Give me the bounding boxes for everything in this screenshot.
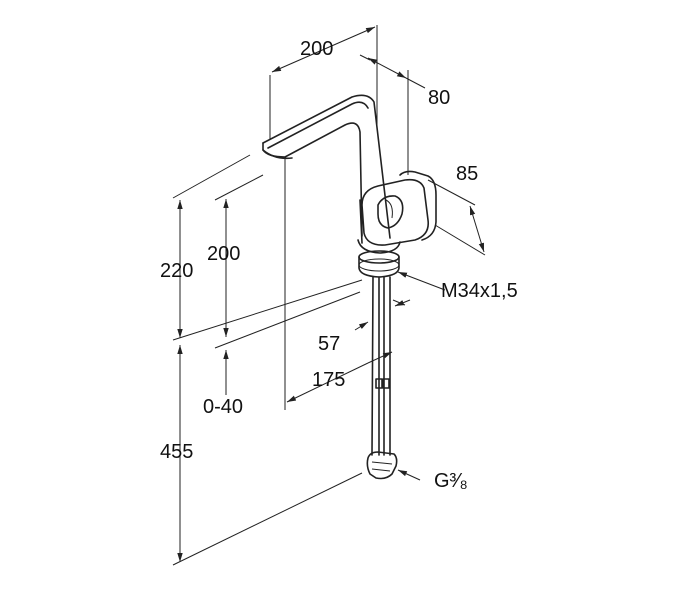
dim-depth-80-label: 80 [428, 87, 450, 109]
dim-thread-label: M34x1,5 [441, 280, 518, 302]
dim-height-200-label: 200 [207, 243, 240, 265]
dim-length-455-label: 455 [160, 441, 193, 463]
dim-range-0-40-label: 0-40 [203, 396, 243, 418]
dim-reach-175-label: 175 [312, 369, 345, 391]
supply-hoses [366, 276, 398, 480]
dim-offset-57-label: 57 [318, 333, 340, 355]
dim-height-220-label: 220 [160, 260, 193, 282]
dim-connector-label: G³⁄₈ [434, 470, 468, 492]
dimension-arrows [177, 26, 485, 562]
faucet-handle [361, 170, 437, 246]
dim-handle-85-label: 85 [456, 163, 478, 185]
dim-width-200-label: 200 [300, 38, 333, 60]
faucet-body [262, 94, 401, 278]
